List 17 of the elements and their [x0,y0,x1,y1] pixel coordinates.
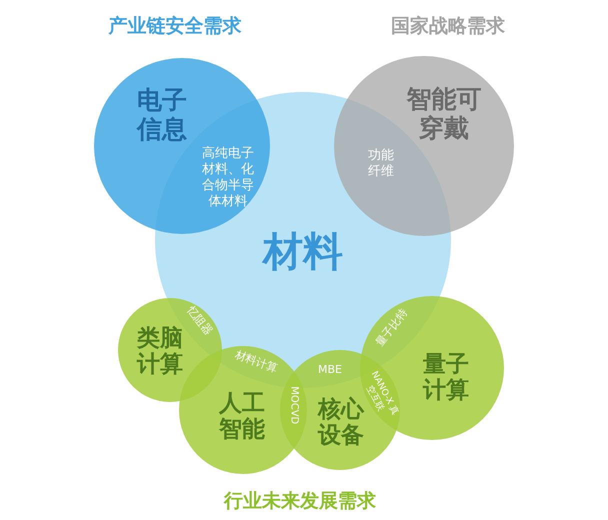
region-title: 材料 [260,229,344,275]
overlap-label: MBE [318,363,342,377]
region-title: 量子计算 [422,352,470,404]
region-title: 智能可穿戴 [405,85,482,143]
region-title: 电子信息 [135,86,188,144]
region-title: 人工智能 [218,390,266,444]
region-title: 类脑计算 [136,326,184,378]
section-heading: 行业未来发展需求 [224,489,376,514]
overlap-label: MOCVD [287,386,300,424]
overlap-label: 忆阻器 [183,304,215,338]
overlap-label: 功能纤维 [367,148,395,180]
overlap-label: 量子比特 [373,306,411,350]
section-heading: 国家战略需求 [391,14,505,39]
overlap-label: 高纯电子材料、化合物半导体材料 [201,146,255,210]
region-title: 核心设备 [316,396,366,450]
section-heading: 产业链安全需求 [108,14,242,39]
overlap-label: 材料计算 [232,348,280,376]
